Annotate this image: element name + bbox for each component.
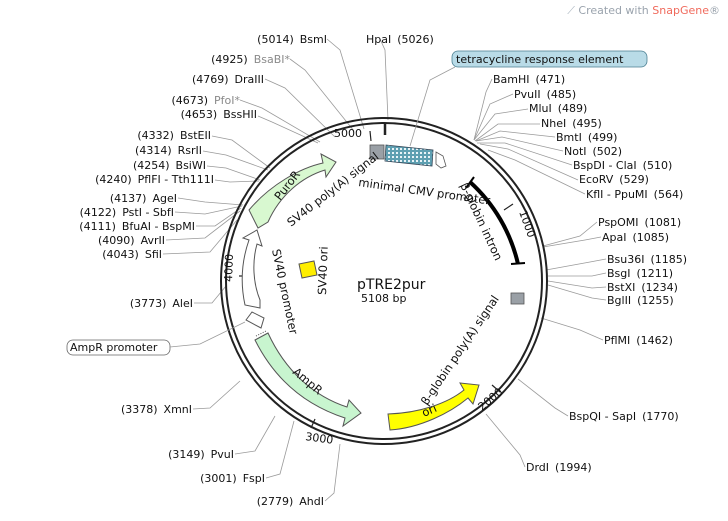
site-ecorv: EcoRV(529) (579, 173, 649, 186)
site-besshii: (4653)BssHII (181, 108, 257, 121)
leader-lines-right (379, 38, 607, 468)
sv40-polya-end-box (369, 144, 385, 160)
branding-name: SnapGene (652, 4, 709, 17)
snapgene-branding: ⟋ Created with SnapGene® (567, 4, 720, 18)
label-sv40-promoter: SV40 promoter (269, 248, 301, 336)
site-kfli-ppumi: KflI - PpuMI(564) (586, 188, 683, 201)
site-alei: (3773)AleI (130, 297, 193, 310)
tick-2000: 2000 (476, 385, 506, 413)
site-bsu36i: Bsu36I(1185) (607, 253, 687, 266)
site-bsgi: BsgI(1211) (607, 267, 673, 280)
ring-tick-labels: 1000 2000 3000 4000 5000 (222, 127, 538, 447)
ampr-promoter-callout-text: AmpR promoter (70, 341, 158, 354)
plasmid-name: pTRE2pur (357, 277, 426, 293)
site-draiii: (4769)DraIII (192, 73, 264, 86)
branding-prefix: Created with (578, 4, 653, 17)
tick-1000: 1000 (516, 209, 538, 240)
sv40-promoter-feature (241, 229, 263, 309)
site-avrii: (4090)AvrII (98, 234, 165, 247)
site-bspqi-sapi: BspQI - SapI(1770) (569, 410, 679, 423)
site-apai: ApaI(1085) (602, 231, 669, 244)
puror-feature (248, 153, 337, 229)
restriction-sites-right: HpaI(5026) BamHI(471) PvuII(485) MluI(48… (366, 33, 687, 474)
site-drdi: DrdI(1994) (526, 461, 592, 474)
site-bsiwi: (4254)BsiWI (133, 159, 206, 172)
tick-4000: 4000 (222, 254, 236, 282)
site-bsteii: (4332)BstEII (137, 129, 211, 142)
site-pspomi: PspOMI(1081) (598, 216, 681, 229)
site-bfuai-bspmi: (4111)BfuAI - BspMI (79, 220, 195, 233)
site-bsabi: (4925)BsaBI* (211, 53, 290, 66)
tick-3000: 3000 (305, 430, 335, 447)
ampr-feature (254, 332, 362, 428)
sv40-ori-feature (298, 260, 318, 279)
site-pvuii: PvuII(485) (514, 88, 576, 101)
site-rsrii: (4314)RsrII (135, 144, 202, 157)
plasmid-size: 5108 bp (361, 292, 406, 305)
site-psti-sbfi: (4122)PstI - SbfI (80, 206, 174, 219)
site-agei: (4137)AgeI (110, 192, 177, 205)
site-pvui: (3149)PvuI (168, 448, 234, 461)
site-hpai: HpaI(5026) (366, 33, 434, 46)
site-bglii: BglII(1255) (607, 294, 674, 307)
site-bstxi: BstXI(1234) (607, 281, 678, 294)
site-bspdi-clai: BspDI - ClaI(510) (573, 159, 672, 172)
label-ori: ori (420, 401, 439, 420)
site-bsmi: (5014)BsmI (257, 33, 327, 46)
cmv-promoter-arrow (435, 151, 447, 169)
site-pflfi-tth111i: (4240)PflFI - Tth111I (95, 173, 214, 186)
tre-feature (384, 144, 434, 167)
label-sv40-ori: SV40 ori (315, 246, 331, 295)
ampr-promoter-callout: AmpR promoter (66, 321, 246, 356)
beta-globin-polya-box (510, 292, 525, 305)
site-ahdi: (2779)AhdI (257, 495, 324, 508)
snapgene-logo-icon: ⟋ (567, 4, 575, 17)
tre-callout: tetracycline response element (409, 50, 648, 147)
ori-feature (387, 382, 480, 431)
site-bamhi: BamHI(471) (493, 73, 565, 86)
ampr-inner-dots (255, 330, 267, 337)
site-noti: NotI(502) (564, 145, 622, 158)
tre-callout-text: tetracycline response element (456, 53, 624, 66)
site-pflmi: PflMI(1462) (604, 334, 673, 347)
site-mlui: MluI(489) (529, 102, 587, 115)
ampr-promoter-arrow (245, 311, 265, 329)
intron-end-cap-b (510, 262, 526, 265)
label-beta-globin-polya: β-globin poly(A) signal (418, 293, 502, 408)
site-sfii: (4043)SfiI (102, 248, 162, 261)
site-nhei: NheI(495) (541, 117, 602, 130)
site-pfoi: (4673)PfoI* (171, 94, 240, 107)
branding-mark: ® (709, 4, 720, 17)
site-fspi: (3001)FspI (200, 472, 265, 485)
beta-globin-intron-arc (468, 180, 520, 265)
restriction-sites-left: (5014)BsmI (4925)BsaBI* (4769)DraIII (46… (79, 33, 327, 508)
intron-end-cap-a (465, 176, 475, 189)
tick-5000: 5000 (334, 127, 362, 140)
leader-lines-left (162, 38, 365, 502)
site-xmni: (3378)XmnI (121, 403, 192, 416)
site-bmti: BmtI(499) (556, 131, 617, 144)
